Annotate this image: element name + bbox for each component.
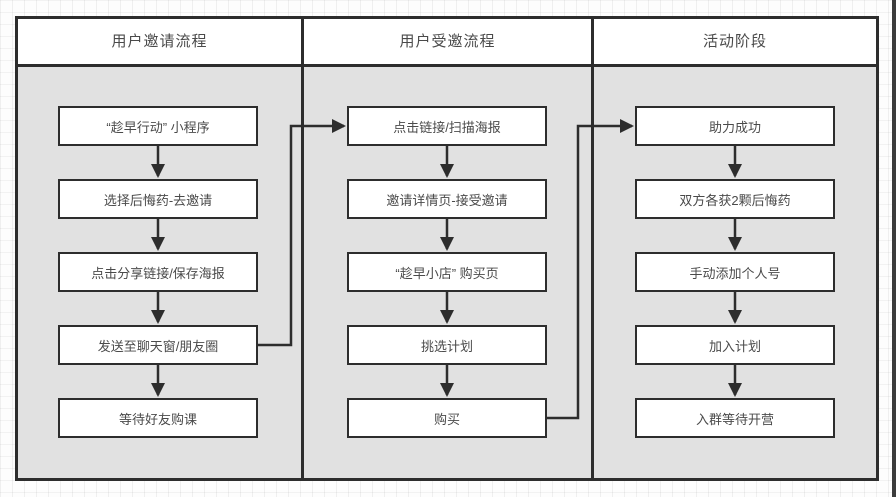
lane-header-user-invited: 用户受邀流程 <box>399 32 496 50</box>
lane-header-user-invite: 用户邀请流程 <box>111 32 208 50</box>
lane-separator-1 <box>301 16 304 481</box>
node-pick-plan: 挑选计划 <box>347 325 547 365</box>
swimlane-diagram: 用户邀请流程 用户受邀流程 活动阶段 <box>15 16 879 481</box>
connector-arrow-invite-to-invited <box>258 119 346 347</box>
node-invite-detail-accept: 邀请详情页-接受邀请 <box>347 179 547 219</box>
node-click-link-scan-poster: 点击链接/扫描海报 <box>347 106 547 146</box>
node-choose-regret-pill-invite: 选择后悔药-去邀请 <box>58 179 258 219</box>
node-wait-friend-purchase: 等待好友购课 <box>58 398 258 438</box>
node-send-to-chat-moments: 发送至聊天窗/朋友圈 <box>58 325 258 365</box>
node-assist-success: 助力成功 <box>635 106 835 146</box>
node-join-plan: 加入计划 <box>635 325 835 365</box>
page-right-edge-strip <box>892 0 896 497</box>
connector-arrow-purchase-to-success <box>547 119 634 420</box>
node-purchase: 购买 <box>347 398 547 438</box>
flow-arrows <box>151 119 742 420</box>
node-add-personal-account: 手动添加个人号 <box>635 252 835 292</box>
lane-separator-2 <box>591 16 594 481</box>
lane-header-activity-phase: 活动阶段 <box>702 32 767 50</box>
lane-header-strip <box>15 16 879 67</box>
node-shop-purchase-page: “趁早小店” 购买页 <box>347 252 547 292</box>
node-both-get-2-pills: 双方各获2颗后悔药 <box>635 179 835 219</box>
node-join-group-wait-start: 入群等待开营 <box>635 398 835 438</box>
node-miniprogram: “趁早行动” 小程序 <box>58 106 258 146</box>
node-share-link-save-poster: 点击分享链接/保存海报 <box>58 252 258 292</box>
